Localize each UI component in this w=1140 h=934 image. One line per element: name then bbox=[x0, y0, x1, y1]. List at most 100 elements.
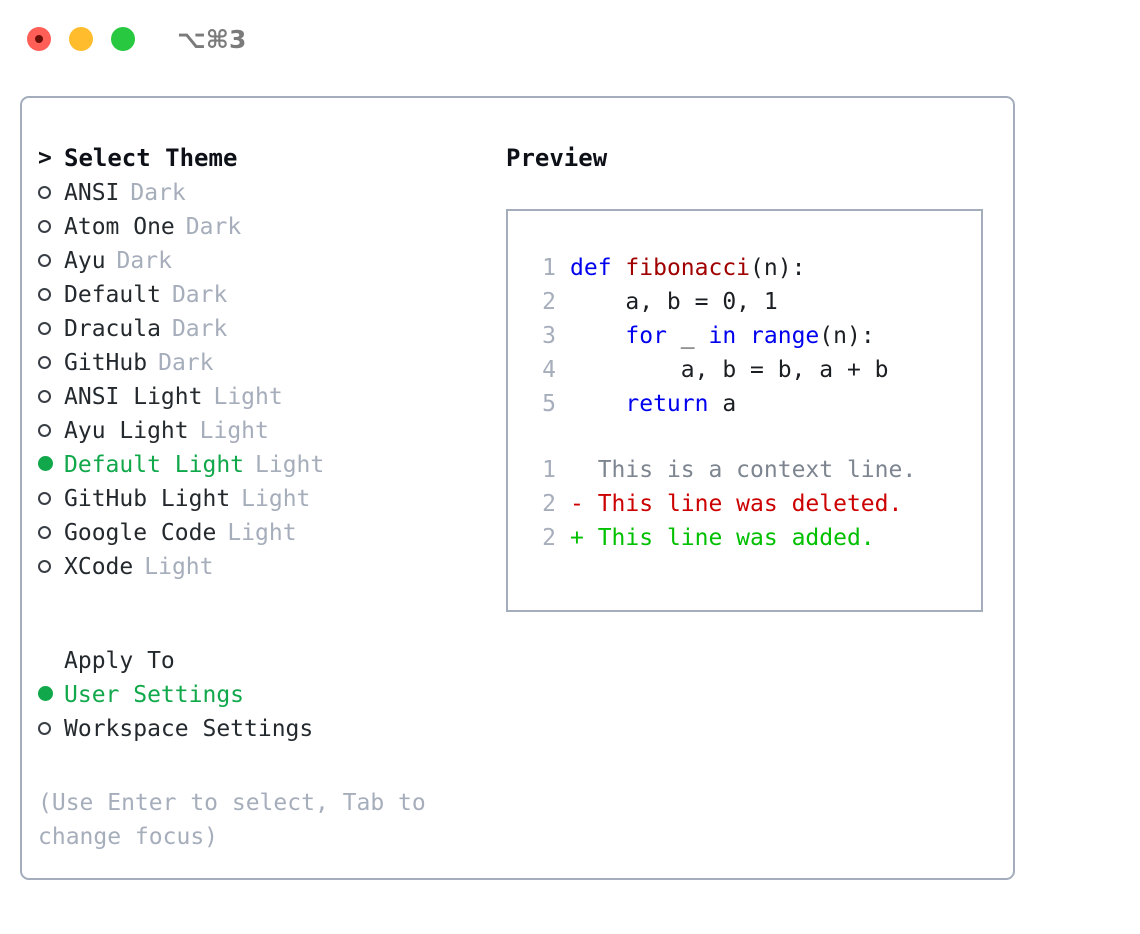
code-token-plain bbox=[612, 255, 626, 281]
code-line: 1 def fibonacci(n): bbox=[526, 255, 981, 289]
theme-option-label: Ayu bbox=[64, 248, 106, 274]
apply-to-option-label: User Settings bbox=[64, 682, 245, 708]
code-line: 2 a, b = 0, 1 bbox=[526, 289, 981, 323]
radio-unselected-icon bbox=[38, 220, 64, 233]
radio-unselected-icon bbox=[38, 288, 64, 301]
radio-selected-icon bbox=[38, 686, 64, 701]
line-number: 1 bbox=[542, 255, 556, 281]
theme-option-1[interactable]: Atom One Dark bbox=[38, 214, 492, 248]
theme-option-label: Dracula bbox=[64, 316, 161, 342]
radio-unselected-icon bbox=[38, 186, 64, 199]
code-token-plain bbox=[736, 323, 750, 349]
apply-to-option-0[interactable]: User Settings bbox=[38, 682, 492, 716]
line-number: 3 bbox=[542, 323, 556, 349]
theme-option-label: ANSI bbox=[64, 180, 120, 206]
code-line: 3 for _ in range(n): bbox=[526, 323, 981, 357]
code-token-kw: def bbox=[570, 255, 612, 281]
code-token-plain: (n): bbox=[750, 255, 806, 281]
radio-unselected-icon bbox=[38, 526, 64, 539]
code-token-kw: return bbox=[625, 391, 709, 417]
theme-option-label: GitHub Light bbox=[64, 486, 231, 512]
code-token-kw: in bbox=[708, 323, 737, 349]
theme-option-6[interactable]: ANSI Light Light bbox=[38, 384, 492, 418]
close-window-button[interactable] bbox=[27, 27, 51, 51]
diff-sign bbox=[570, 457, 584, 483]
line-number: 2 bbox=[542, 491, 556, 517]
line-number: 2 bbox=[542, 525, 556, 551]
diff-text: This line was added. bbox=[583, 525, 875, 551]
theme-variant-tag: Dark bbox=[158, 350, 214, 376]
radio-unselected-icon bbox=[38, 492, 64, 505]
radio-unselected-icon bbox=[38, 560, 64, 573]
code-text: a, b = 0, 1 bbox=[570, 289, 777, 315]
theme-variant-tag: Light bbox=[255, 452, 325, 478]
theme-option-11[interactable]: XCode Light bbox=[38, 554, 492, 588]
theme-variant-tag: Dark bbox=[171, 282, 228, 308]
radio-unselected-icon bbox=[38, 722, 64, 735]
diff-line-ctx: 1 This is a context line. bbox=[526, 457, 981, 491]
code-token-kw: range bbox=[750, 323, 820, 349]
spacer bbox=[526, 425, 981, 457]
line-number: 5 bbox=[542, 391, 556, 417]
theme-option-10[interactable]: Google Code Light bbox=[38, 520, 492, 554]
diff-sample: 1 This is a context line.2- This line wa… bbox=[526, 457, 981, 559]
window-titlebar: ⌥⌘3 bbox=[0, 0, 1140, 78]
theme-option-label: Google Code bbox=[64, 520, 217, 546]
caret-icon: > bbox=[38, 145, 52, 171]
theme-variant-tag: Dark bbox=[185, 214, 242, 240]
theme-variant-tag: Dark bbox=[171, 316, 228, 342]
apply-to-option-label: Workspace Settings bbox=[64, 716, 314, 742]
theme-option-label: ANSI Light bbox=[64, 384, 203, 410]
minimize-window-button[interactable] bbox=[69, 27, 93, 51]
theme-variant-tag: Light bbox=[199, 418, 269, 444]
maximize-window-button[interactable] bbox=[111, 27, 135, 51]
radio-unselected-icon bbox=[38, 322, 64, 335]
diff-text: This is a context line. bbox=[583, 457, 917, 483]
theme-option-label: Atom One bbox=[64, 214, 175, 240]
theme-option-8[interactable]: Default Light Light bbox=[38, 452, 492, 486]
theme-variant-tag: Light bbox=[227, 520, 297, 546]
apply-to-title: Apply To bbox=[64, 648, 175, 674]
radio-unselected-icon bbox=[38, 424, 64, 437]
traffic-lights bbox=[27, 27, 135, 51]
theme-option-0[interactable]: ANSI Dark bbox=[38, 180, 492, 214]
theme-option-label: XCode bbox=[64, 554, 134, 580]
keyboard-shortcut-label: ⌥⌘3 bbox=[177, 24, 247, 54]
theme-variant-tag: Dark bbox=[130, 180, 186, 206]
spacer bbox=[38, 588, 492, 648]
code-line: 4 a, b = b, a + b bbox=[526, 357, 981, 391]
code-token-plain: (n): bbox=[819, 323, 875, 349]
code-text: def fibonacci(n): bbox=[570, 255, 805, 281]
code-token-fn: fibonacci bbox=[625, 255, 751, 281]
radio-unselected-icon bbox=[38, 254, 64, 267]
theme-option-9[interactable]: GitHub Light Light bbox=[38, 486, 492, 520]
radio-selected-icon bbox=[38, 456, 64, 471]
apply-to-option-1[interactable]: Workspace Settings bbox=[38, 716, 492, 750]
radio-unselected-icon bbox=[38, 356, 64, 369]
code-token-plain: a bbox=[708, 391, 737, 417]
code-token-plain: _ bbox=[666, 323, 709, 349]
code-text: for _ in range(n): bbox=[570, 323, 875, 349]
line-number: 2 bbox=[542, 289, 556, 315]
theme-option-4[interactable]: Dracula Dark bbox=[38, 316, 492, 350]
code-token-plain bbox=[570, 391, 625, 417]
theme-variant-tag: Light bbox=[241, 486, 311, 512]
close-icon bbox=[35, 35, 43, 43]
theme-variant-tag: Light bbox=[213, 384, 283, 410]
code-text: a, b = b, a + b bbox=[570, 357, 889, 383]
keyboard-hint-text: (Use Enter to select, Tab to change focu… bbox=[38, 790, 440, 851]
theme-option-label: Default Light bbox=[64, 452, 245, 478]
code-text: return a bbox=[570, 391, 736, 417]
theme-variant-tag: Light bbox=[144, 554, 214, 580]
